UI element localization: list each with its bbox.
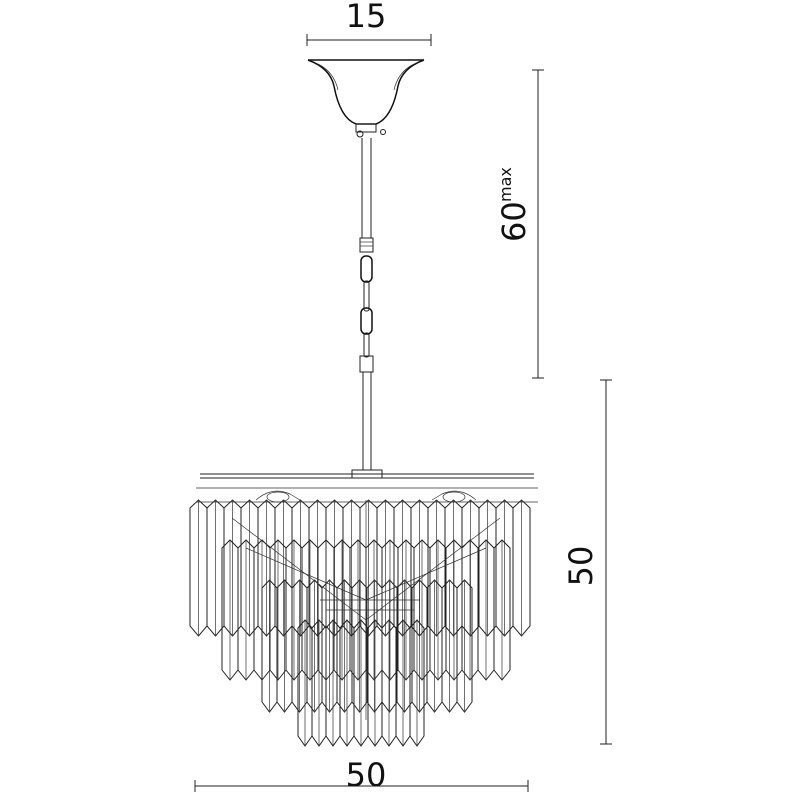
body-height-label: 50 bbox=[562, 546, 600, 587]
top-frame bbox=[196, 469, 538, 503]
inner-frame bbox=[231, 500, 501, 720]
dimension-drop-length: 60 max bbox=[495, 69, 544, 379]
dimension-body-height: 50 bbox=[562, 379, 612, 745]
dimension-body-width: 50 bbox=[194, 756, 529, 794]
chain bbox=[359, 255, 374, 470]
canopy-width-label: 15 bbox=[346, 0, 387, 35]
dimension-canopy-width: 15 bbox=[306, 0, 432, 46]
crystal-tiers bbox=[189, 499, 531, 747]
drop-length-label: 60 bbox=[495, 201, 533, 242]
crystal-tier bbox=[297, 619, 425, 747]
suspension-rod bbox=[359, 138, 374, 253]
ceiling-canopy bbox=[307, 59, 425, 138]
body-width-label: 50 bbox=[346, 756, 387, 794]
drop-length-suffix: max bbox=[496, 167, 515, 202]
